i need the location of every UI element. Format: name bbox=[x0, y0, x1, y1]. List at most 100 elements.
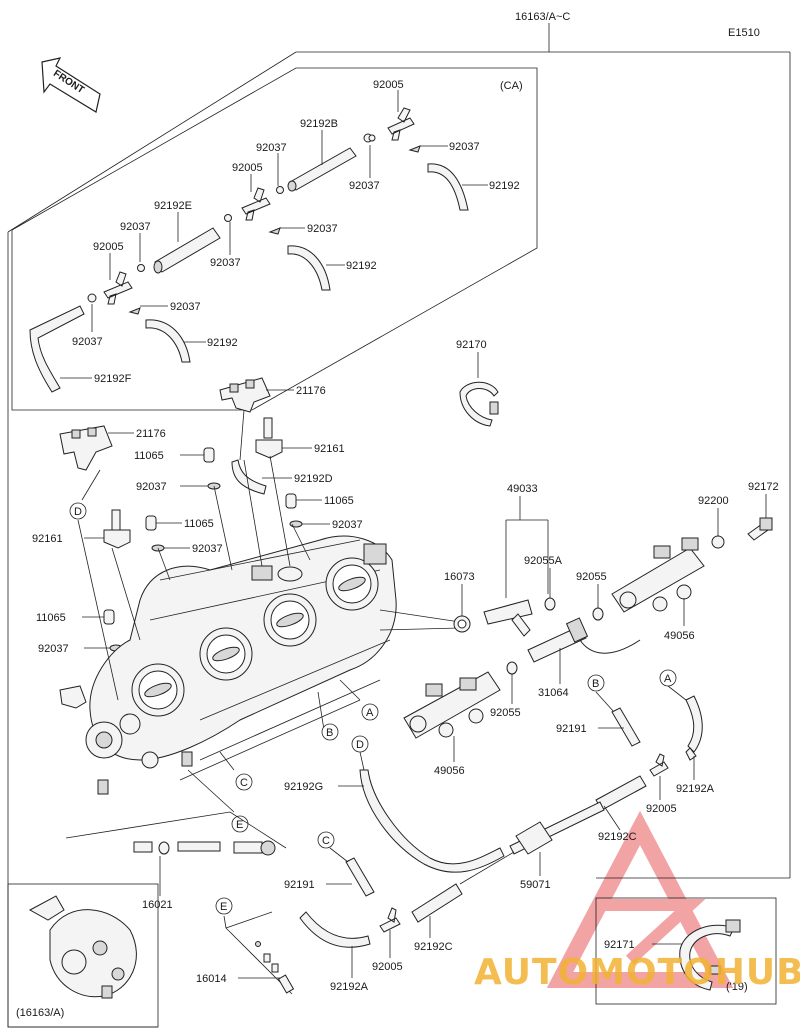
part-label: 92171 bbox=[604, 939, 635, 951]
fuel-injection-parts bbox=[403, 494, 773, 762]
part-label: 92172 bbox=[748, 481, 779, 493]
part-label: 92037 bbox=[192, 543, 223, 555]
part-label: 92191 bbox=[284, 879, 315, 891]
ca-box-parts bbox=[29, 107, 469, 393]
part-label: 92192 bbox=[346, 260, 377, 272]
sensor-21176-upper bbox=[219, 377, 294, 461]
sensor-92161-upper bbox=[255, 417, 312, 459]
svg-text:C: C bbox=[322, 835, 330, 847]
part-label: 92191 bbox=[556, 723, 587, 735]
part-label: 92005 bbox=[93, 241, 124, 253]
sensor-21176-left bbox=[59, 425, 134, 501]
part-label: 92005 bbox=[646, 803, 677, 815]
svg-text:C: C bbox=[240, 777, 248, 789]
part-label: 92170 bbox=[456, 339, 487, 351]
part-label: 92192A bbox=[676, 783, 715, 795]
callout-e-lower[interactable]: E bbox=[215, 897, 233, 915]
ca-box bbox=[11, 67, 538, 411]
header-leaders bbox=[296, 23, 790, 53]
part-label: 92037 bbox=[332, 519, 363, 531]
part-label: 21176 bbox=[296, 385, 326, 397]
front-arrow-icon: FRONT bbox=[41, 57, 101, 113]
part-label: 92037 bbox=[210, 257, 241, 269]
part-label: 16014 bbox=[196, 973, 227, 985]
part-label: 92037 bbox=[449, 141, 480, 153]
part-label: 92161 bbox=[314, 443, 345, 455]
part-label: 92161 bbox=[32, 533, 63, 545]
screw-kit-16014 bbox=[223, 911, 295, 995]
part-label: 92192B bbox=[300, 118, 338, 130]
svg-text:D: D bbox=[356, 739, 364, 751]
ca-label: (CA) bbox=[500, 80, 523, 92]
inset-right-label: ('19) bbox=[726, 981, 748, 993]
callout-b-right[interactable]: B bbox=[587, 674, 605, 692]
lower-hoses bbox=[299, 685, 703, 978]
part-label: 92192C bbox=[414, 941, 453, 953]
svg-text:A: A bbox=[366, 707, 374, 719]
throttle-leaders bbox=[77, 455, 461, 813]
callout-c[interactable]: C bbox=[235, 773, 253, 791]
clamp-band-92170 bbox=[459, 352, 499, 427]
part-label: 92192D bbox=[294, 473, 333, 485]
part-label: 92005 bbox=[232, 162, 263, 174]
svg-text:E: E bbox=[236, 819, 243, 831]
screw-set-16021 bbox=[65, 811, 287, 896]
callout-b[interactable]: B bbox=[321, 723, 339, 741]
part-label: 92192E bbox=[154, 200, 192, 212]
callout-a[interactable]: A bbox=[361, 703, 379, 721]
part-label: 92192A bbox=[330, 981, 369, 993]
part-label: 92005 bbox=[373, 79, 404, 91]
throttle-body-assembly bbox=[59, 535, 397, 795]
ca-leaders bbox=[60, 90, 488, 379]
part-label: 49056 bbox=[664, 630, 695, 642]
part-label: 92037 bbox=[170, 301, 201, 313]
watermark-text: AUTOMOTOHUB bbox=[474, 952, 800, 993]
svg-text:A: A bbox=[664, 673, 672, 685]
callout-c-lower[interactable]: C bbox=[317, 831, 335, 849]
part-label: 59071 bbox=[520, 879, 551, 891]
part-label: 92192F bbox=[94, 373, 132, 385]
part-label: 49033 bbox=[507, 483, 538, 495]
watermark-logo bbox=[546, 810, 734, 988]
reference-code: E1510 bbox=[728, 27, 760, 39]
part-label: 49056 bbox=[434, 765, 465, 777]
part-label: 92037 bbox=[256, 142, 287, 154]
part-label: 31064 bbox=[538, 687, 569, 699]
part-label: 92192G bbox=[284, 781, 323, 793]
part-label: 92055A bbox=[524, 555, 563, 567]
callout-d[interactable]: D bbox=[69, 502, 87, 520]
part-label: 92037 bbox=[72, 336, 103, 348]
part-label: 11065 bbox=[324, 495, 354, 507]
part-label: 92037 bbox=[136, 481, 167, 493]
callout-d-lower[interactable]: D bbox=[351, 735, 369, 753]
assembly-number: 16163/A~C bbox=[515, 11, 570, 23]
part-label: 92192C bbox=[598, 831, 637, 843]
callout-a-right[interactable]: A bbox=[659, 669, 677, 687]
svg-text:B: B bbox=[592, 678, 599, 690]
part-label: 11065 bbox=[134, 450, 164, 462]
part-label: 92037 bbox=[120, 221, 151, 233]
part-label: 92200 bbox=[698, 495, 729, 507]
part-label: 92037 bbox=[307, 223, 338, 235]
part-label: 16021 bbox=[142, 899, 173, 911]
inset-left-label: (16163/A) bbox=[16, 1007, 64, 1019]
part-label: 92037 bbox=[349, 180, 380, 192]
svg-text:D: D bbox=[74, 506, 82, 518]
svg-text:E: E bbox=[220, 901, 227, 913]
sensor-92161-left bbox=[84, 509, 131, 549]
inset-left bbox=[7, 883, 159, 1028]
part-label: 92055 bbox=[576, 571, 607, 583]
svg-text:B: B bbox=[326, 727, 333, 739]
part-label: 92005 bbox=[372, 961, 403, 973]
hose-92192d bbox=[231, 459, 292, 495]
part-label: 21176 bbox=[136, 428, 166, 440]
part-label: 11065 bbox=[184, 518, 214, 530]
part-label: 92192 bbox=[207, 337, 238, 349]
part-label: 92192 bbox=[489, 180, 520, 192]
part-label: 11065 bbox=[36, 612, 66, 624]
part-label: 16073 bbox=[444, 571, 475, 583]
part-label: 92037 bbox=[38, 643, 69, 655]
inset-right bbox=[595, 897, 777, 1005]
part-label: 92055 bbox=[490, 707, 521, 719]
